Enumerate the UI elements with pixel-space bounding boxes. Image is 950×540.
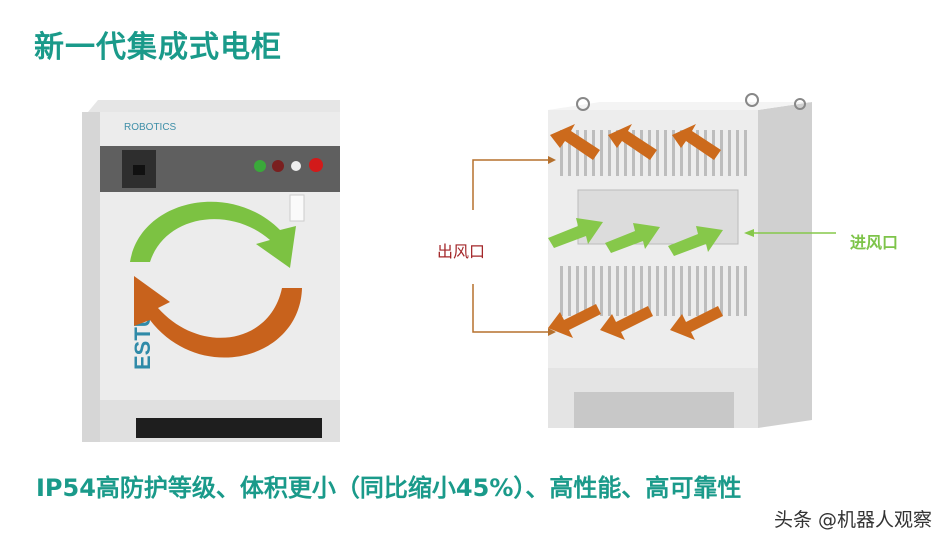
vent-slot [560,130,563,176]
vent-slot [632,266,635,316]
vent-slot [664,130,667,176]
vent-slot [712,266,715,316]
vent-slot [728,130,731,176]
vent-slot [672,266,675,316]
inlet-arrows [548,218,723,256]
vent-slot [608,130,611,176]
vent-slot [656,130,659,176]
vent-slot [744,266,747,316]
vent-slot [568,130,571,176]
vent-slot [680,130,683,176]
vent-slot [592,266,595,316]
vent-slot [656,266,659,316]
vent-slot [632,130,635,176]
slide-caption: IP54高防护等级、体积更小（同比缩小45%）、高性能、高可靠性 [36,474,742,502]
vent-slot [728,266,731,316]
vent-slot [600,130,603,176]
vent-slot [736,130,739,176]
vent-slot [560,266,563,316]
vent-slot [640,266,643,316]
right-cabinet [548,93,812,428]
inlet-label: 进风口 [850,233,899,252]
vent-slot [744,130,747,176]
vent-slot [672,130,675,176]
vent-slot [624,130,627,176]
watermark: 头条 @机器人观察 [773,509,932,531]
vent-slot [720,266,723,316]
vent-slot [608,266,611,316]
vent-slot [680,266,683,316]
vent-slot [576,130,579,176]
brand-text: ROBOTICS [124,122,177,133]
vent-slot [664,266,667,316]
vent-slot [688,266,691,316]
outlet-bracket-top [472,159,548,210]
vent-slot [576,266,579,316]
vent-slot [584,266,587,316]
left-cabinet: ROBOTICS ESTUN [82,100,340,442]
outlet-label: 出风口 [437,242,486,261]
vent-slot [616,266,619,316]
vent-slot [736,266,739,316]
vent-slot [696,266,699,316]
vent-slot [688,130,691,176]
outlet-bracket-bottom [472,284,548,333]
vent-slot [624,266,627,316]
vent-slot [648,266,651,316]
vent-slot [568,266,571,316]
vent-slot [704,266,707,316]
vent-slot [720,130,723,176]
outlet-arrows [548,124,723,340]
orange-airflow-arrow [134,276,302,358]
vent-slot [600,266,603,316]
green-airflow-arrow [130,201,296,268]
vent-slot [696,130,699,176]
vent-slot [616,130,619,176]
slide-title: 新一代集成式电柜 [34,30,282,65]
